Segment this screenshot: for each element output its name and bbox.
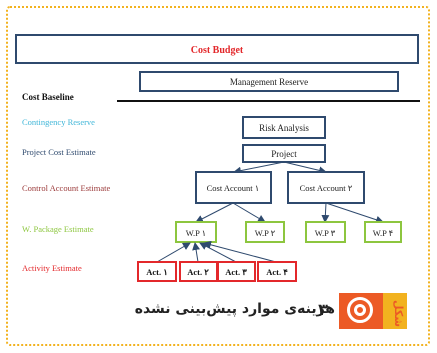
target-center-icon — [354, 304, 366, 316]
level-label-activity-estimate: Activity Estimate — [22, 263, 82, 273]
connector-ca1-wp2 — [232, 202, 266, 223]
connector-project-ca2 — [283, 161, 327, 175]
activity-2-label: Act. ۲ — [187, 267, 209, 277]
management-reserve-label: Management Reserve — [230, 77, 308, 87]
work-package-2-box — [245, 221, 285, 243]
cost-baseline-label: Cost Baseline — [22, 92, 74, 102]
cost-account-1-box — [195, 171, 272, 204]
project-label: Project — [271, 149, 297, 159]
work-package-2-label: W.P ۲ — [255, 228, 276, 238]
connector-ca2-wp3 — [321, 202, 330, 223]
cost-budget-diagram: Cost Budget Management Reserve Cost Base… — [15, 34, 420, 282]
activity-4-box — [257, 261, 297, 282]
management-reserve-box — [139, 71, 399, 92]
cost-account-1-label: Cost Account ۱ — [207, 183, 260, 193]
risk-analysis-label: Risk Analysis — [259, 123, 309, 133]
work-package-1-label: W.P ۱ — [186, 228, 206, 238]
connector-project-ca1 — [233, 161, 285, 175]
cost-budget-label: Cost Budget — [191, 45, 244, 56]
figure-number: ۳ — [318, 300, 328, 319]
figure-caption: هزینه‌ی موارد پیش‌بینی نشده ۳ شکل — [0, 291, 437, 331]
level-label-contingency-reserve: Contingency Reserve — [22, 117, 95, 127]
activity-4-label: Act. ۴ — [266, 267, 288, 277]
figure-frame — [6, 6, 430, 346]
caption-text: هزینه‌ی موارد پیش‌بینی نشده — [134, 301, 335, 317]
figure-logo-label-box: شکل — [383, 293, 407, 329]
figure-logo — [339, 293, 383, 329]
work-package-4-box — [364, 221, 402, 243]
level-label-work-package-estimate: W. Package Estimate — [22, 224, 94, 234]
level-label-project-cost-estimate: Project Cost Estimate — [22, 147, 96, 157]
connector-act3-wp1 — [199, 242, 237, 263]
activity-3-box — [217, 261, 256, 282]
cost-budget-box — [15, 34, 419, 64]
level-label-control-account-estimate: Control Account Estimate — [22, 183, 111, 193]
work-package-4-label: W.P ۴ — [373, 228, 394, 238]
figure-logo-label: شکل — [392, 300, 405, 328]
cost-account-2-label: Cost Account ۲ — [300, 183, 353, 193]
work-package-3-label: W.P ۳ — [315, 228, 336, 238]
activity-1-box — [137, 261, 177, 282]
connector-ca1-wp1 — [195, 202, 234, 223]
activity-1-label: Act. ۱ — [146, 267, 168, 277]
connector-act1-wp1 — [156, 242, 191, 263]
connector-act2-wp1 — [192, 242, 201, 263]
connector-act4-wp1 — [203, 240, 277, 263]
work-package-3-box — [305, 221, 346, 243]
connector-ca2-wp4 — [325, 202, 384, 224]
work-package-1-box — [175, 221, 217, 243]
target-icon — [347, 297, 373, 323]
activity-3-label: Act. ۳ — [225, 267, 247, 277]
risk-analysis-box — [242, 116, 326, 139]
